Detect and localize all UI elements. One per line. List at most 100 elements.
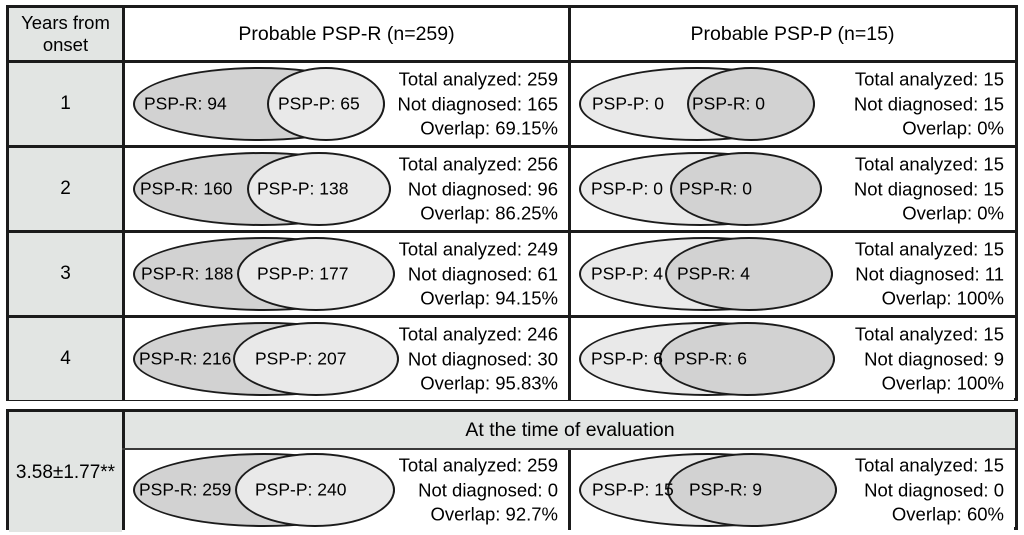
venn-diagram: PSP-R: 259 PSP-P: 240 bbox=[133, 453, 395, 527]
stat-not-diagnosed: Not diagnosed: 165 bbox=[397, 92, 558, 114]
ellipse-inner bbox=[667, 453, 837, 527]
venn-diagram: PSP-R: 188 PSP-P: 177 bbox=[133, 237, 395, 311]
stat-not-diagnosed: Not diagnosed: 11 bbox=[855, 262, 1004, 284]
stat-overlap: Overlap: 92.7% bbox=[430, 503, 558, 525]
stat-overlap: Overlap: 69.15% bbox=[420, 117, 558, 139]
ellipse-inner-label: PSP-P: 65 bbox=[278, 93, 360, 114]
stat-not-diagnosed: Not diagnosed: 30 bbox=[407, 347, 558, 369]
venn-diagram: PSP-P: 0 PSP-R: 0 bbox=[579, 67, 815, 141]
stats-block: Total analyzed: 259 Not diagnosed: 165 O… bbox=[398, 67, 558, 141]
stat-not-diagnosed: Not diagnosed: 9 bbox=[864, 347, 1004, 369]
stat-total-analyzed: Total analyzed: 15 bbox=[854, 238, 1004, 260]
cell-psp-p-year-4: PSP-P: 6 PSP-R: 6 Total analyzed: 15 Not… bbox=[568, 318, 1014, 400]
stat-not-diagnosed: Not diagnosed: 15 bbox=[853, 92, 1004, 114]
ellipse-outer-label: PSP-R: 94 bbox=[144, 93, 227, 114]
venn-diagram: PSP-P: 4 PSP-R: 4 bbox=[579, 237, 833, 311]
cell-psp-r-year-4: PSP-R: 216 PSP-P: 207 Total analyzed: 24… bbox=[122, 318, 568, 400]
cell-psp-r-year-3: PSP-R: 188 PSP-P: 177 Total analyzed: 24… bbox=[122, 233, 568, 315]
stat-not-diagnosed: Not diagnosed: 96 bbox=[407, 177, 558, 199]
table-row: 1 PSP-R: 94 PSP-P: 65 Total analyzed: 25… bbox=[9, 60, 1015, 145]
header-years-from-onset: Years from onset bbox=[9, 8, 122, 60]
stat-overlap: Overlap: 94.15% bbox=[420, 287, 558, 309]
stats-block: Total analyzed: 15 Not diagnosed: 15 Ove… bbox=[854, 67, 1004, 141]
venn-diagram: PSP-R: 160 PSP-P: 138 bbox=[133, 152, 391, 226]
cell-psp-r-year-2: PSP-R: 160 PSP-P: 138 Total analyzed: 25… bbox=[122, 148, 568, 230]
stat-not-diagnosed: Not diagnosed: 15 bbox=[853, 177, 1004, 199]
stat-not-diagnosed: Not diagnosed: 0 bbox=[864, 478, 1004, 500]
ellipse-outer-label: PSP-P: 6 bbox=[591, 348, 663, 369]
ellipse-inner-label: PSP-R: 6 bbox=[674, 348, 747, 369]
at-evaluation-table: At the time of evaluation 3.58±1.77** PS… bbox=[6, 409, 1018, 532]
row-year-label: 2 bbox=[9, 148, 122, 230]
ellipse-outer-label: PSP-R: 216 bbox=[139, 348, 232, 369]
ellipse-inner bbox=[687, 67, 815, 141]
ellipse-inner bbox=[233, 322, 399, 396]
cell-psp-p-year-3: PSP-P: 4 PSP-R: 4 Total analyzed: 15 Not… bbox=[568, 233, 1014, 315]
venn-diagram: PSP-R: 216 PSP-P: 207 bbox=[133, 322, 399, 396]
cell-evaluation-psp-p: PSP-P: 15 PSP-R: 9 Total analyzed: 15 No… bbox=[568, 450, 1014, 530]
header-column-psp-r: Probable PSP-R (n=259) bbox=[122, 8, 568, 60]
ellipse-inner bbox=[247, 152, 391, 226]
ellipse-inner bbox=[235, 453, 395, 527]
ellipse-outer-label: PSP-R: 160 bbox=[140, 178, 233, 199]
ellipse-outer-label: PSP-P: 4 bbox=[591, 263, 663, 284]
venn-diagram: PSP-P: 0 PSP-R: 0 bbox=[579, 152, 822, 226]
stat-total-analyzed: Total analyzed: 246 bbox=[398, 323, 558, 345]
stat-overlap: Overlap: 86.25% bbox=[420, 202, 558, 224]
ellipse-outer-label: PSP-P: 0 bbox=[591, 178, 663, 199]
stat-total-analyzed: Total analyzed: 15 bbox=[854, 323, 1004, 345]
header-column-psp-p: Probable PSP-P (n=15) bbox=[568, 8, 1014, 60]
ellipse-outer-label: PSP-P: 15 bbox=[592, 479, 674, 500]
stat-overlap: Overlap: 0% bbox=[902, 117, 1004, 139]
ellipse-inner-label: PSP-P: 138 bbox=[257, 178, 349, 199]
stat-overlap: Overlap: 95.83% bbox=[420, 372, 558, 394]
stat-overlap: Overlap: 60% bbox=[891, 503, 1004, 525]
venn-diagram: PSP-P: 15 PSP-R: 9 bbox=[579, 453, 837, 527]
stat-total-analyzed: Total analyzed: 15 bbox=[854, 153, 1004, 175]
cell-evaluation-psp-r: PSP-R: 259 PSP-P: 240 Total analyzed: 25… bbox=[122, 450, 568, 530]
stats-block: Total analyzed: 15 Not diagnosed: 9 Over… bbox=[855, 322, 1004, 396]
stat-not-diagnosed: Not diagnosed: 61 bbox=[407, 262, 558, 284]
stats-block: Total analyzed: 15 Not diagnosed: 11 Ove… bbox=[855, 237, 1004, 311]
ellipse-inner-label: PSP-P: 207 bbox=[255, 348, 347, 369]
row-year-label: 3 bbox=[9, 233, 122, 315]
ellipse-inner-label: PSP-R: 0 bbox=[692, 93, 765, 114]
table-row: 4 PSP-R: 216 PSP-P: 207 Total analyzed: … bbox=[9, 315, 1015, 400]
ellipse-outer-label: PSP-R: 259 bbox=[139, 479, 232, 500]
stat-overlap: Overlap: 100% bbox=[881, 287, 1004, 309]
evaluation-body-row: 3.58±1.77** PSP-R: 259 PSP-P: 240 Total … bbox=[9, 414, 1015, 532]
stats-block: Total analyzed: 249 Not diagnosed: 61 Ov… bbox=[399, 237, 558, 311]
cell-psp-p-year-1: PSP-P: 0 PSP-R: 0 Total analyzed: 15 Not… bbox=[568, 63, 1014, 145]
ellipse-inner-label: PSP-R: 0 bbox=[679, 178, 752, 199]
table-header-row: Years from onset Probable PSP-R (n=259) … bbox=[9, 8, 1015, 60]
ellipse-inner bbox=[267, 67, 385, 141]
stat-total-analyzed: Total analyzed: 15 bbox=[854, 454, 1004, 476]
table-row: 3 PSP-R: 188 PSP-P: 177 Total analyzed: … bbox=[9, 230, 1015, 315]
stat-not-diagnosed: Not diagnosed: 0 bbox=[418, 478, 558, 500]
stat-total-analyzed: Total analyzed: 256 bbox=[398, 153, 558, 175]
stats-block: Total analyzed: 15 Not diagnosed: 0 Over… bbox=[855, 453, 1004, 527]
ellipse-inner-label: PSP-P: 177 bbox=[257, 263, 349, 284]
stat-total-analyzed: Total analyzed: 259 bbox=[398, 68, 558, 90]
stat-total-analyzed: Total analyzed: 259 bbox=[398, 454, 558, 476]
stats-block: Total analyzed: 256 Not diagnosed: 96 Ov… bbox=[399, 152, 558, 226]
cell-psp-r-year-1: PSP-R: 94 PSP-P: 65 Total analyzed: 259 … bbox=[122, 63, 568, 145]
years-from-onset-table: Years from onset Probable PSP-R (n=259) … bbox=[6, 5, 1018, 401]
evaluation-header-label: At the time of evaluation bbox=[122, 412, 1015, 448]
stat-overlap: Overlap: 0% bbox=[902, 202, 1004, 224]
stats-block: Total analyzed: 15 Not diagnosed: 15 Ove… bbox=[854, 152, 1004, 226]
venn-diagram: PSP-R: 94 PSP-P: 65 bbox=[133, 67, 385, 141]
ellipse-outer-label: PSP-R: 188 bbox=[141, 263, 234, 284]
ellipse-inner-label: PSP-P: 240 bbox=[255, 479, 347, 500]
ellipse-inner bbox=[670, 152, 822, 226]
ellipse-inner bbox=[665, 237, 833, 311]
ellipse-inner-label: PSP-R: 4 bbox=[677, 263, 750, 284]
ellipse-inner bbox=[237, 237, 395, 311]
ellipse-inner-label: PSP-R: 9 bbox=[689, 479, 762, 500]
stat-total-analyzed: Total analyzed: 249 bbox=[398, 238, 558, 260]
stat-total-analyzed: Total analyzed: 15 bbox=[854, 68, 1004, 90]
ellipse-outer-label: PSP-P: 0 bbox=[592, 93, 664, 114]
stat-overlap: Overlap: 100% bbox=[881, 372, 1004, 394]
table-row: 2 PSP-R: 160 PSP-P: 138 Total analyzed: … bbox=[9, 145, 1015, 230]
